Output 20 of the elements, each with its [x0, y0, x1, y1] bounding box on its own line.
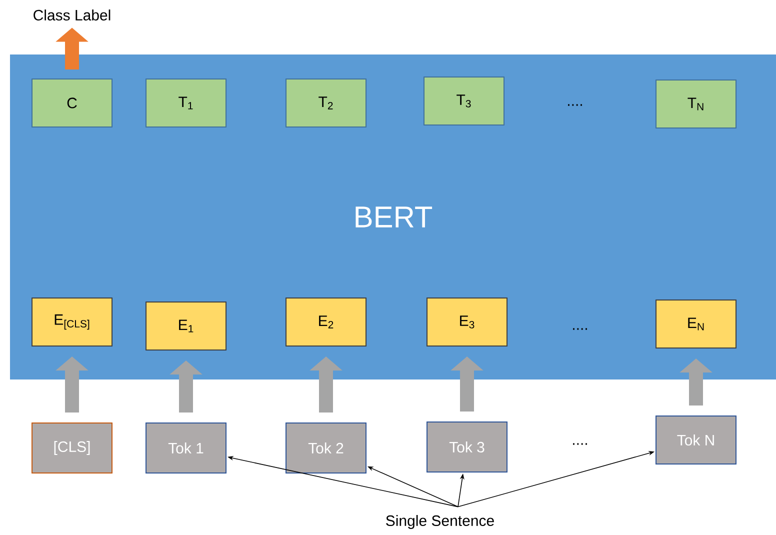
sentence-text: Single Sentence [386, 515, 494, 529]
embedding-box: E$_{[CLS]}$ [32, 298, 112, 346]
token-box: Tok N [656, 416, 736, 464]
embedding-box: E$_{1}$ [146, 302, 226, 350]
embedding-box: E$_{2}$ [286, 298, 366, 346]
output-box: T$_{2}$ [286, 78, 366, 128]
token-box: [CLS] [32, 422, 112, 474]
token-box: Tok 1 [146, 422, 226, 474]
token-box: Tok 3 [426, 422, 508, 472]
ellipsis: .... [568, 104, 582, 106]
output-box: T$_{3}$ [424, 76, 504, 126]
output-box: T$_{1}$ [146, 78, 226, 128]
embedding-box: E$_{3}$ [426, 298, 508, 346]
token-box: Tok 2 [286, 422, 366, 474]
output-box: T$_{N}$ [656, 80, 736, 128]
ellipsis: .... [573, 328, 587, 330]
embedding-box: E$_{N}$ [656, 300, 736, 348]
class-label-text: Class Label [34, 10, 110, 20]
ellipsis: .... [573, 443, 587, 445]
output-box: C [32, 78, 112, 128]
